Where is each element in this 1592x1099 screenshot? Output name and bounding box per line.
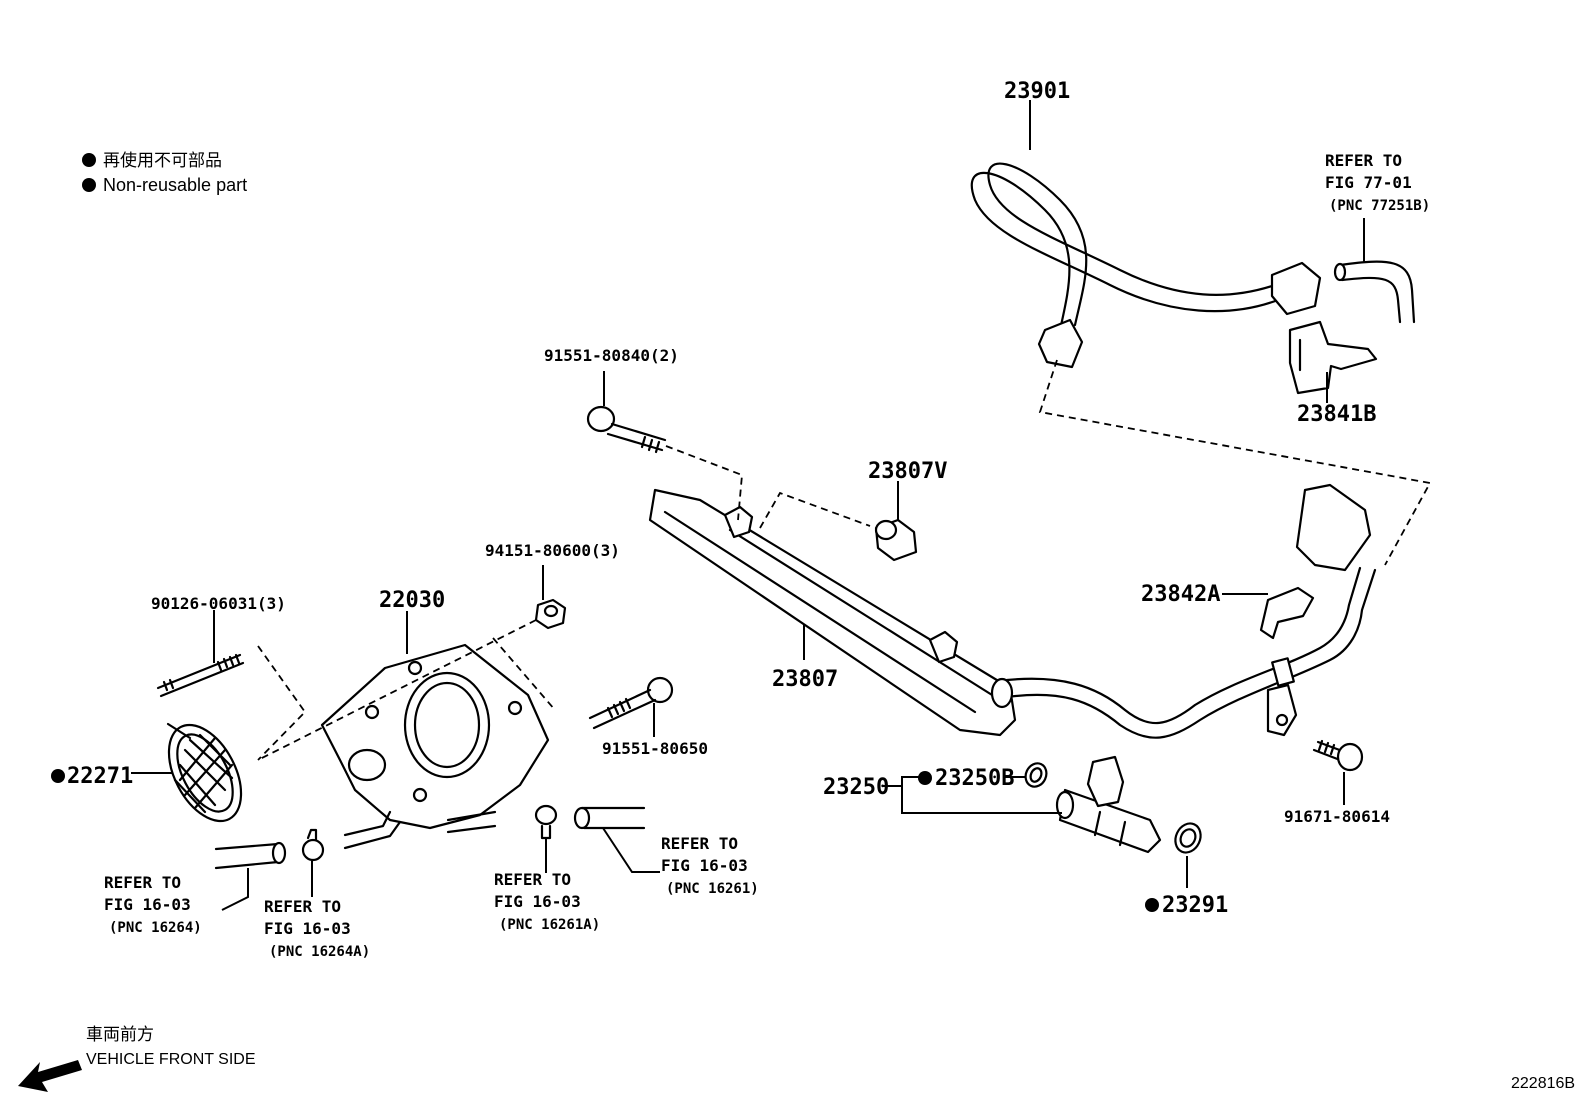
refer-16264[interactable]: REFER TO FIG 16-03 (PNC 16264) bbox=[104, 873, 202, 936]
part-number-90126-06031[interactable]: 90126-06031(3) bbox=[151, 594, 286, 613]
part-number-23842a[interactable]: 23842A bbox=[1141, 582, 1220, 607]
delivery-pipe-23807[interactable] bbox=[648, 488, 1017, 737]
svg-text:(PNC 16261): (PNC 16261) bbox=[666, 881, 759, 897]
svg-text:REFER TO: REFER TO bbox=[264, 897, 341, 916]
svg-text:FIG 16-03: FIG 16-03 bbox=[661, 856, 748, 875]
svg-text:FIG 16-03: FIG 16-03 bbox=[494, 892, 581, 911]
non-reusable-dot-icon bbox=[82, 153, 96, 167]
svg-text:FIG 16-03: FIG 16-03 bbox=[264, 919, 351, 938]
cushion-23807v bbox=[874, 518, 918, 562]
part-number-91551-80840[interactable]: 91551-80840(2) bbox=[544, 346, 679, 365]
svg-text:(PNC 16264A): (PNC 16264A) bbox=[269, 944, 370, 960]
clip-23842a bbox=[1259, 483, 1372, 640]
svg-text:FIG 16-03: FIG 16-03 bbox=[104, 895, 191, 914]
part-number-23250[interactable]: 23250 bbox=[823, 775, 889, 800]
part-number-22030[interactable]: 22030 bbox=[379, 588, 445, 613]
part-number-22271[interactable]: 22271 bbox=[67, 764, 133, 789]
legend-en-label: Non-reusable part bbox=[103, 175, 247, 195]
svg-text:REFER TO: REFER TO bbox=[494, 870, 571, 889]
hose-clamp-16264a bbox=[301, 828, 325, 862]
legend-ja-label: 再使用不可部品 bbox=[103, 150, 222, 170]
figure-id: 222816B bbox=[1511, 1075, 1575, 1092]
fuel-hose-23901[interactable] bbox=[970, 162, 1322, 369]
part-number-23807[interactable]: 23807 bbox=[772, 667, 838, 692]
front-arrow-icon bbox=[18, 1060, 82, 1092]
fuel-pipe-main bbox=[1005, 566, 1377, 739]
svg-text:REFER TO: REFER TO bbox=[661, 834, 738, 853]
hose-clamp-16261a bbox=[534, 804, 558, 840]
refer-77251b[interactable]: REFER TO FIG 77-01 (PNC 77251B) bbox=[1325, 151, 1430, 214]
part-number-91551-80650[interactable]: 91551-80650 bbox=[602, 739, 708, 758]
clip-23841b bbox=[1288, 320, 1378, 395]
svg-text:(PNC 16264): (PNC 16264) bbox=[109, 920, 202, 936]
svg-text:REFER TO: REFER TO bbox=[1325, 151, 1402, 170]
non-reusable-dot-icon bbox=[918, 771, 932, 785]
water-hose-16264 bbox=[214, 841, 287, 870]
part-number-23291[interactable]: 23291 bbox=[1162, 893, 1228, 918]
refer-16261[interactable]: REFER TO FIG 16-03 (PNC 16261) bbox=[661, 834, 759, 897]
part-number-23250b[interactable]: 23250B bbox=[935, 766, 1014, 791]
o-ring-23250b bbox=[1024, 762, 1048, 788]
gasket-22271 bbox=[166, 722, 243, 823]
refer-16264a[interactable]: REFER TO FIG 16-03 (PNC 16264A) bbox=[264, 897, 370, 960]
svg-text:(PNC 16261A): (PNC 16261A) bbox=[499, 917, 600, 933]
svg-text:REFER TO: REFER TO bbox=[104, 873, 181, 892]
water-hose-16261 bbox=[573, 806, 646, 830]
stud-90126-06031 bbox=[156, 653, 245, 698]
part-number-23901[interactable]: 23901 bbox=[1004, 79, 1070, 104]
insulator-23291 bbox=[1174, 822, 1202, 854]
non-reusable-dot-icon bbox=[82, 178, 96, 192]
part-number-94151-80600[interactable]: 94151-80600(3) bbox=[485, 541, 620, 560]
throttle-body-22030[interactable] bbox=[320, 643, 550, 850]
svg-text:FIG 77-01: FIG 77-01 bbox=[1325, 173, 1412, 192]
refer-16261a[interactable]: REFER TO FIG 16-03 (PNC 16261A) bbox=[494, 870, 600, 933]
bolt-91551-80650 bbox=[588, 676, 674, 730]
direction-ja-label: 車両前方 bbox=[86, 1025, 154, 1044]
direction-en-label: VEHICLE FRONT SIDE bbox=[86, 1051, 256, 1068]
bolt-91551-80840 bbox=[586, 405, 667, 454]
non-reusable-dot-icon bbox=[1145, 898, 1159, 912]
part-number-23841b[interactable]: 23841B bbox=[1297, 402, 1376, 427]
part-number-91671-80614[interactable]: 91671-80614 bbox=[1284, 807, 1390, 826]
injector-23250 bbox=[1055, 755, 1162, 854]
nut-94151-80600 bbox=[534, 598, 567, 630]
svg-text:(PNC 77251B): (PNC 77251B) bbox=[1329, 198, 1430, 214]
non-reusable-dot-icon bbox=[51, 769, 65, 783]
vehicle-front-direction: 車両前方 VEHICLE FRONT SIDE bbox=[18, 1025, 256, 1092]
part-number-23807v[interactable]: 23807V bbox=[868, 459, 947, 484]
legend: 再使用不可部品 Non-reusable part bbox=[82, 150, 247, 195]
bolt-91671-80614 bbox=[1312, 739, 1364, 772]
fuel-pipe-77251b bbox=[1333, 260, 1416, 324]
